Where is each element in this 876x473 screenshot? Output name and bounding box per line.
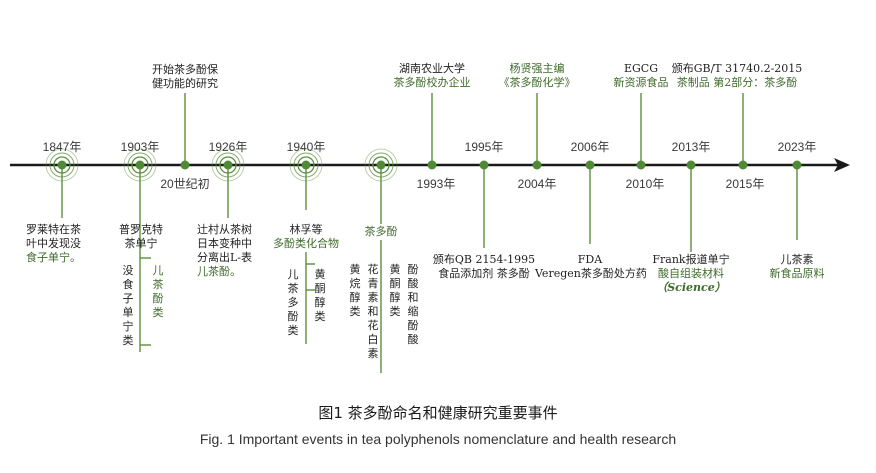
event-1903-class-gallotannin: 没食子单宁类 <box>122 264 134 347</box>
event-2004: 杨贤强主编 《茶多酚化学》 <box>498 62 576 89</box>
event-dots <box>57 160 802 170</box>
event-1993: 湖南农业大学 茶多酚校办企业 <box>393 62 471 89</box>
event-1940: 林孚等 多酚类化合物 <box>273 223 339 250</box>
event-20th-century: 开始茶多酚保 健功能的研究 <box>152 63 218 90</box>
year-label-2010: 2010年 <box>625 177 665 191</box>
ring-marker-1847 <box>45 148 79 182</box>
radiating-markers <box>45 148 398 182</box>
event-2013-journal: （Science） <box>656 281 726 294</box>
tea-polyphenols-label: 茶多酚 <box>364 225 398 238</box>
ring-marker-1926 <box>211 148 245 182</box>
dot-tea-polyphenols <box>376 160 386 170</box>
event-1995: 颁布QB 2154-1995 食品添加剂 茶多酚 <box>432 253 536 280</box>
event-1847: 罗莱特在茶 叶中发现没 食子单宁。 <box>26 223 81 264</box>
year-label-2006: 2006年 <box>570 140 610 154</box>
event-1903: 普罗克特 茶单宁 <box>119 223 163 250</box>
dot-2004 <box>532 160 542 170</box>
dot-2013 <box>686 160 696 170</box>
axis-arrow-icon <box>834 158 850 172</box>
dot-1847 <box>57 160 67 170</box>
dot-2006 <box>585 160 595 170</box>
event-2015: 颁布GB/T 31740.2-2015 茶制品 第2部分：茶多酚 <box>671 62 803 89</box>
year-label-1995: 1995年 <box>464 140 504 154</box>
tp-class-flavanols: 黄烷醇类 <box>349 263 361 318</box>
event-1903-class-catechol: 儿茶酚类 <box>152 264 164 319</box>
year-label-2023: 2023年 <box>777 140 817 154</box>
dot-1926 <box>223 160 233 170</box>
event-1926: 辻村从茶树 日本变种中 分离出L-表 儿茶酚。 <box>197 223 253 278</box>
dot-2023 <box>792 160 802 170</box>
figure-caption-chinese: 图1 茶多酚命名和健康研究重要事件 <box>318 404 558 422</box>
year-label-2013: 2013年 <box>671 140 711 154</box>
dot-1995 <box>479 160 489 170</box>
ring-marker-1903 <box>123 148 157 182</box>
year-label-20c: 20世纪初 <box>160 177 210 191</box>
tp-class-flavonols: 黄酮醇类 <box>389 263 401 318</box>
dot-2010 <box>636 160 646 170</box>
ring-marker-1940 <box>289 148 323 182</box>
event-1940-class-flavonols: 黄酮醇类 <box>314 268 326 323</box>
dot-1940 <box>301 160 311 170</box>
year-label-1903: 1903年 <box>120 140 160 154</box>
tp-class-anthocyanins: 花青素和花白素 <box>367 263 379 360</box>
event-2013: Frank报道单宁 酸自组装材料 （Science） <box>652 253 730 294</box>
dot-2015 <box>738 160 748 170</box>
tp-class-phenolic-acids: 酚酸和缩酚酸 <box>407 263 419 346</box>
event-1940-class-catechin-polyphenols: 儿茶多酚类 <box>287 268 299 337</box>
event-2006-veregen: Veregen茶多酚处方药 <box>535 267 647 280</box>
year-label-1847: 1847年 <box>42 140 82 154</box>
event-2010: EGCG 新资源食品 <box>613 62 669 89</box>
dot-1993 <box>427 160 437 170</box>
figure-caption-english: Fig. 1 Important events in tea polypheno… <box>199 431 677 447</box>
dot-1903 <box>135 160 145 170</box>
year-label-1926: 1926年 <box>208 140 248 154</box>
event-2006-fda: FDA <box>577 253 603 266</box>
year-label-1940: 1940年 <box>286 140 326 154</box>
dot-20c <box>180 160 190 170</box>
year-label-1993: 1993年 <box>416 177 456 191</box>
event-2023: 儿茶素 新食品原料 <box>769 253 825 280</box>
year-label-2004: 2004年 <box>517 177 557 191</box>
event-connectors <box>61 93 798 373</box>
ring-marker-tea-polyphenols <box>364 148 398 182</box>
year-label-2015: 2015年 <box>725 177 765 191</box>
